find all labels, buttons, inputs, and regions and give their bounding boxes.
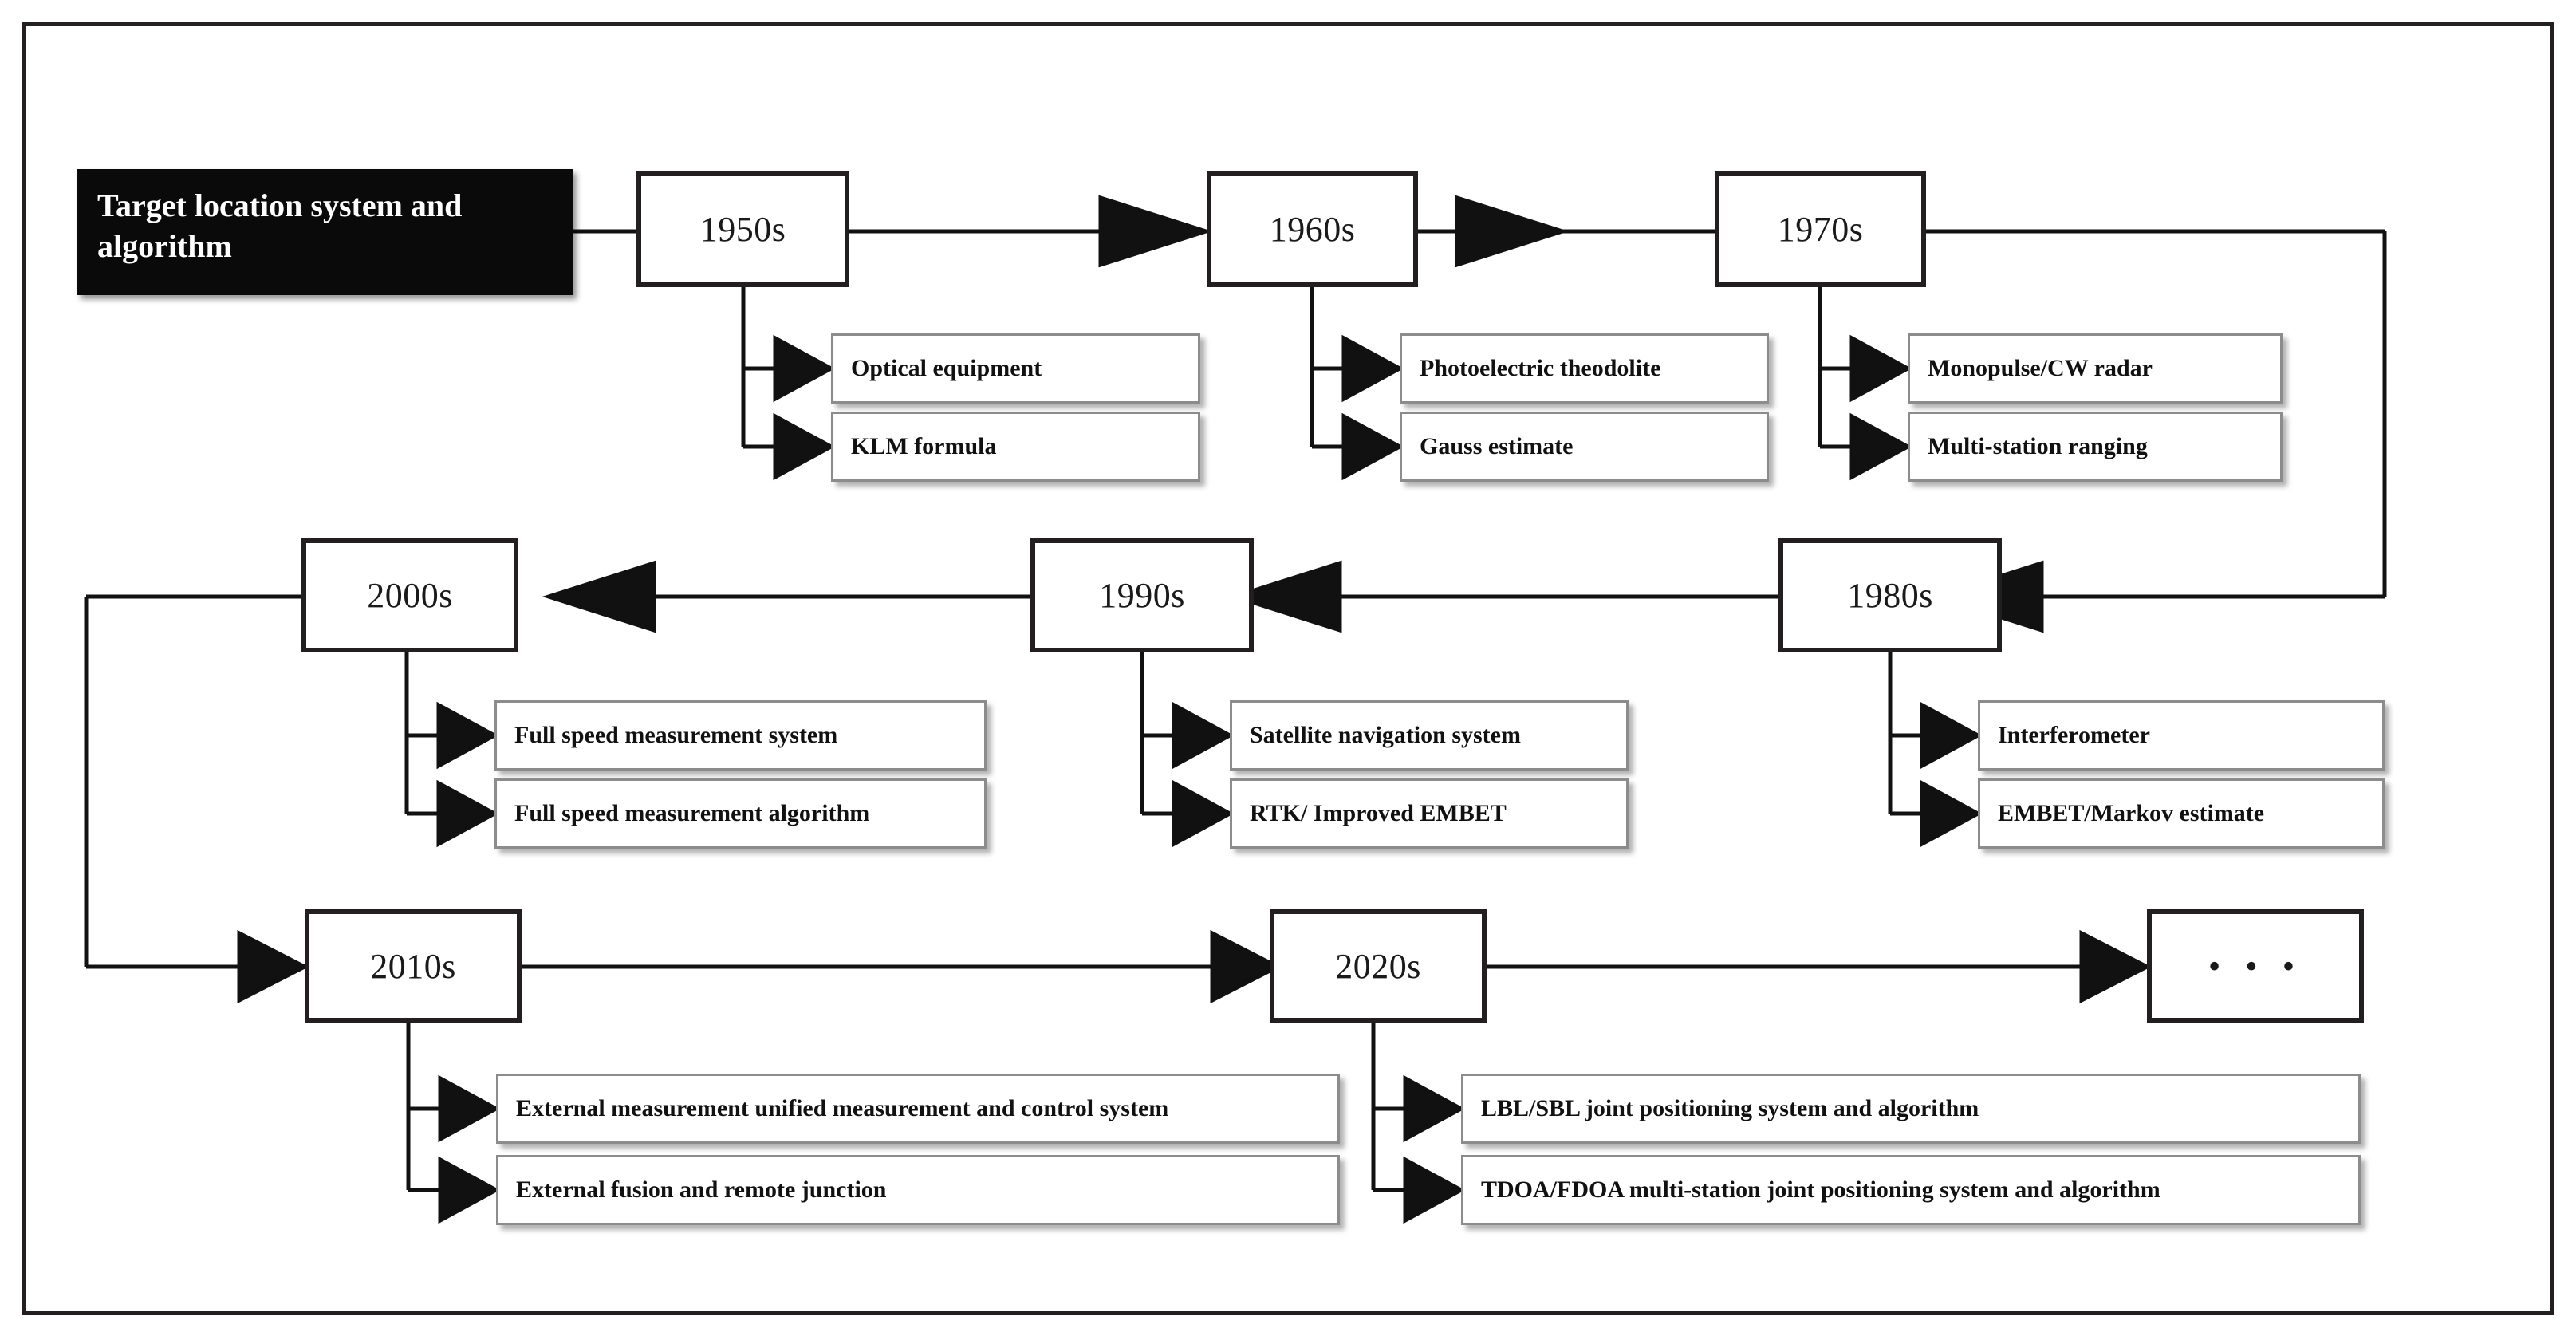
decade-box-1980s[interactable]: 1980s — [1778, 538, 2002, 652]
item-box-optical-equipment[interactable]: Optical equipment — [831, 333, 1200, 404]
item-box-photoelectric-theodolite[interactable]: Photoelectric theodolite — [1400, 333, 1769, 404]
item-box-satellite-navigation-system[interactable]: Satellite navigation system — [1230, 700, 1629, 770]
item-box-full-speed-measurement-algorithm[interactable]: Full speed measurement algorithm — [494, 778, 987, 849]
decade-box-2000s[interactable]: 2000s — [301, 538, 518, 652]
decade-box-1990s[interactable]: 1990s — [1030, 538, 1254, 652]
item-box-rtk-improved-embet[interactable]: RTK/ Improved EMBET — [1230, 778, 1629, 849]
decade-box-2010s[interactable]: 2010s — [305, 909, 522, 1023]
item-box-multi-station-ranging[interactable]: Multi-station ranging — [1908, 412, 2283, 482]
decade-box-ellipsis[interactable]: • • • — [2147, 909, 2364, 1023]
decade-box-1960s[interactable]: 1960s — [1207, 171, 1418, 287]
item-box-external-fusion-remote-junction[interactable]: External fusion and remote junction — [496, 1155, 1340, 1225]
item-box-gauss-estimate[interactable]: Gauss estimate — [1400, 412, 1769, 482]
item-box-klm-formula[interactable]: KLM formula — [831, 412, 1200, 482]
item-box-external-measurement-unified-control-system[interactable]: External measurement unified measurement… — [496, 1074, 1340, 1144]
decade-box-1950s[interactable]: 1950s — [636, 171, 849, 287]
item-box-monopulse-cw-radar[interactable]: Monopulse/CW radar — [1908, 333, 2283, 404]
item-box-interferometer[interactable]: Interferometer — [1978, 700, 2385, 770]
item-box-lbl-sbl-joint-positioning[interactable]: LBL/SBL joint positioning system and alg… — [1461, 1074, 2361, 1144]
item-box-full-speed-measurement-system[interactable]: Full speed measurement system — [494, 700, 987, 770]
decade-box-2020s[interactable]: 2020s — [1270, 909, 1487, 1023]
diagram-title-box: Target location system and algorithm — [77, 169, 573, 295]
decade-box-1970s[interactable]: 1970s — [1715, 171, 1926, 287]
item-box-tdoa-fdoa-multi-station-joint-positioning[interactable]: TDOA/FDOA multi-station joint positionin… — [1461, 1155, 2361, 1225]
item-box-embet-markov-estimate[interactable]: EMBET/Markov estimate — [1978, 778, 2385, 849]
